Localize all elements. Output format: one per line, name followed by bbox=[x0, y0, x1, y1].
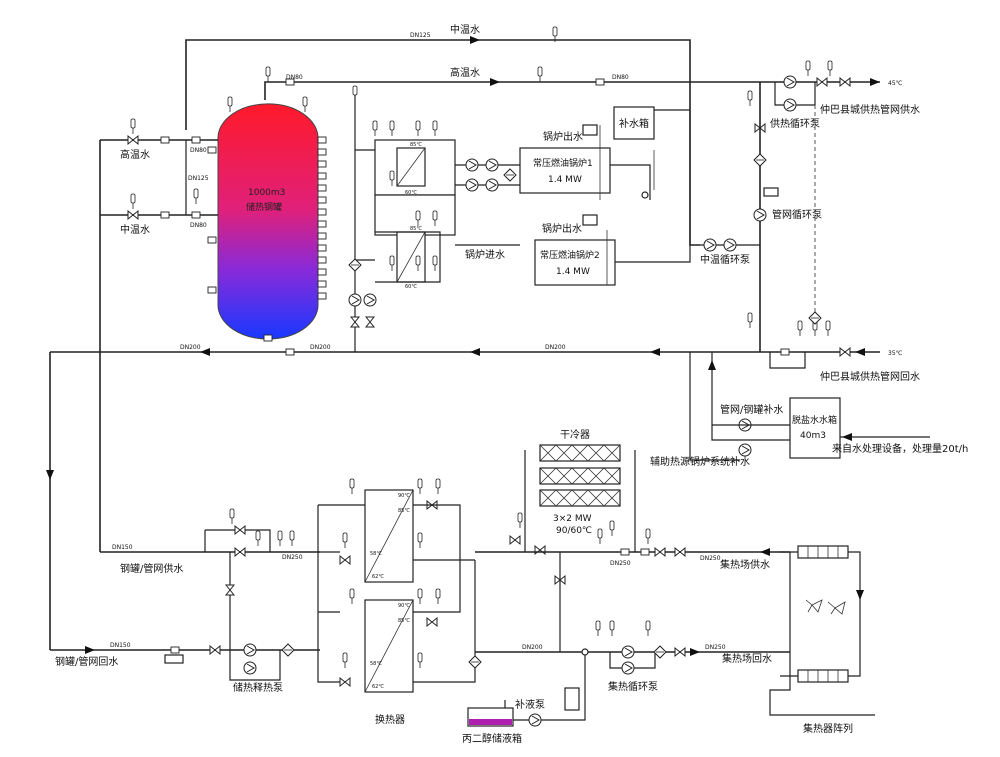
boiler-hx-section: 85℃ 60℃ 85℃ 60℃ bbox=[348, 85, 520, 352]
net-pump-label: 管网循环泵 bbox=[772, 208, 822, 221]
left-mid-label: 中温水 bbox=[120, 223, 150, 236]
sun-icon bbox=[805, 599, 846, 615]
mid-pump-label: 中温循环泵 bbox=[700, 253, 750, 266]
svg-text:90℃: 90℃ bbox=[398, 603, 410, 609]
boiler-2-outlet: 锅炉出水 bbox=[542, 222, 582, 235]
boiler-1-capacity: 1.4 MW bbox=[548, 175, 582, 185]
svg-text:DN150: DN150 bbox=[112, 544, 133, 551]
water-source-label: 来自水处理设备，处理量20t/h bbox=[832, 442, 968, 455]
pipe-dn-main: DN200 bbox=[180, 344, 201, 351]
svg-text:DN125: DN125 bbox=[188, 175, 209, 182]
svg-text:DN250: DN250 bbox=[705, 644, 726, 651]
left-high-label: 高温水 bbox=[120, 148, 150, 161]
desalt-tank-label: 脱盐水水箱 bbox=[792, 414, 837, 426]
solar-array: 集热器阵列 bbox=[769, 545, 875, 735]
boiler-1-name: 常压燃油锅炉1 bbox=[533, 157, 593, 169]
makeup-label: 管网/钢罐补水 bbox=[720, 403, 783, 416]
svg-text:DN250: DN250 bbox=[610, 560, 631, 567]
heat-exchangers: 90℃ 85℃ 58℃ 62℃ 90℃ 85℃ 58℃ 62℃ 换热器 bbox=[317, 478, 476, 726]
boiler-2-name: 常压燃油锅炉2 bbox=[540, 249, 600, 261]
boiler-2: 常压燃油锅炉2 1.4 MW 锅炉出水 bbox=[534, 222, 616, 286]
svg-text:90℃: 90℃ bbox=[398, 493, 410, 499]
svg-text:62℃: 62℃ bbox=[372, 684, 384, 690]
pipe-mid-water-top: DN125 中温水 bbox=[185, 23, 700, 246]
right-return-label: 仲巴县城供热管网回水 bbox=[820, 370, 920, 383]
svg-text:58℃: 58℃ bbox=[370, 551, 382, 557]
solar-pump-label: 集热循环泵 bbox=[608, 680, 658, 693]
cooler-spec: 3×2 MW bbox=[553, 514, 592, 524]
dry-cooler-label: 干冷器 bbox=[560, 428, 590, 441]
pipe-tank-supply: 钢罐/管网供水 DN150 DN250 bbox=[100, 508, 320, 575]
pipe-high-water: 高温水 DN80 DN80 bbox=[264, 66, 760, 100]
solar-supply-label: 集热场供水 bbox=[720, 558, 770, 571]
pipe-dn-high: DN80 bbox=[612, 74, 629, 81]
aux-makeup-label: 辅助热源锅炉系统补水 bbox=[650, 455, 750, 468]
cooler-temp: 90/60℃ bbox=[556, 526, 592, 536]
glycol-system: 丙二醇储液箱 补液泵 bbox=[462, 648, 589, 745]
glycol-pump-label: 补液泵 bbox=[515, 698, 545, 711]
tank-name: 储热钢罐 bbox=[246, 201, 282, 213]
tank-volume: 1000m3 bbox=[248, 188, 285, 198]
svg-text:DN80: DN80 bbox=[190, 147, 207, 154]
pipe-mid-water-label: 中温水 bbox=[450, 23, 480, 36]
pipe-dn-top: DN125 bbox=[410, 32, 431, 39]
svg-text:DN200: DN200 bbox=[310, 344, 331, 351]
hx-label: 换热器 bbox=[375, 713, 405, 726]
dry-cooler: 干冷器 3×2 MW 90/60℃ bbox=[509, 428, 636, 555]
glycol-tank-label: 丙二醇储液箱 bbox=[462, 732, 522, 745]
right-supply-section: 45℃ 仲巴县城供热管网供水 供热循环泵 管网循环泵 中温循环泵 bbox=[700, 60, 920, 352]
pipe-dn-high-2: DN80 bbox=[286, 74, 303, 81]
right-return-section: 35℃ 仲巴县城供热管网回水 bbox=[760, 311, 920, 383]
svg-text:DN250: DN250 bbox=[282, 554, 303, 561]
makeup-tank-label: 补水箱 bbox=[619, 117, 649, 130]
right-return-temp: 35℃ bbox=[888, 350, 903, 357]
svg-text:DN250: DN250 bbox=[700, 555, 721, 562]
svg-text:58℃: 58℃ bbox=[370, 661, 382, 667]
svg-text:60℃: 60℃ bbox=[405, 190, 417, 196]
pipe-main-return: DN200 DN200 DN200 bbox=[50, 344, 760, 356]
water-treatment: 脱盐水水箱 40m3 来自水处理设备，处理量20t/h 管网/钢罐补水 辅助热源… bbox=[650, 352, 968, 468]
solar-return-label: 集热场回水 bbox=[722, 652, 772, 665]
desalt-tank-vol: 40m3 bbox=[800, 431, 826, 441]
svg-text:DN200: DN200 bbox=[522, 644, 543, 651]
svg-text:DN150: DN150 bbox=[110, 642, 131, 649]
tank-return-label: 钢罐/管网回水 bbox=[55, 655, 118, 668]
boiler-1: 常压燃油锅炉1 1.4 MW 锅炉出水 bbox=[519, 130, 611, 194]
solar-return: DN200 DN250 集热场回水 集热循环泵 bbox=[468, 620, 790, 693]
svg-text:60℃: 60℃ bbox=[405, 284, 417, 290]
pipe-high-water-label: 高温水 bbox=[450, 66, 480, 79]
storage-tank: 1000m3 储热钢罐 bbox=[217, 103, 319, 340]
right-supply-temp: 45℃ bbox=[888, 80, 903, 87]
right-supply-pump: 供热循环泵 bbox=[770, 117, 820, 130]
tank-supply-label: 钢罐/管网供水 bbox=[120, 562, 183, 575]
svg-text:DN80: DN80 bbox=[190, 222, 207, 229]
boiler-1-outlet: 锅炉出水 bbox=[543, 130, 583, 143]
svg-text:DN200: DN200 bbox=[545, 344, 566, 351]
svg-text:85℃: 85℃ bbox=[398, 618, 410, 624]
svg-text:85℃: 85℃ bbox=[410, 226, 422, 232]
svg-text:62℃: 62℃ bbox=[372, 574, 384, 580]
solar-array-label: 集热器阵列 bbox=[803, 722, 853, 735]
boiler-inlet-label: 锅炉进水 bbox=[465, 249, 505, 261]
svg-text:85℃: 85℃ bbox=[398, 508, 410, 514]
svg-text:85℃: 85℃ bbox=[410, 142, 422, 148]
pipe-tank-return: 钢罐/管网回水 DN150 储热释热泵 bbox=[50, 552, 320, 694]
right-supply-label: 仲巴县城供热管网供水 bbox=[820, 103, 920, 116]
boiler-2-capacity: 1.4 MW bbox=[556, 267, 590, 277]
discharge-pump-label: 储热释热泵 bbox=[233, 681, 283, 694]
boiler-makeup-tank: 补水箱 bbox=[582, 106, 691, 285]
